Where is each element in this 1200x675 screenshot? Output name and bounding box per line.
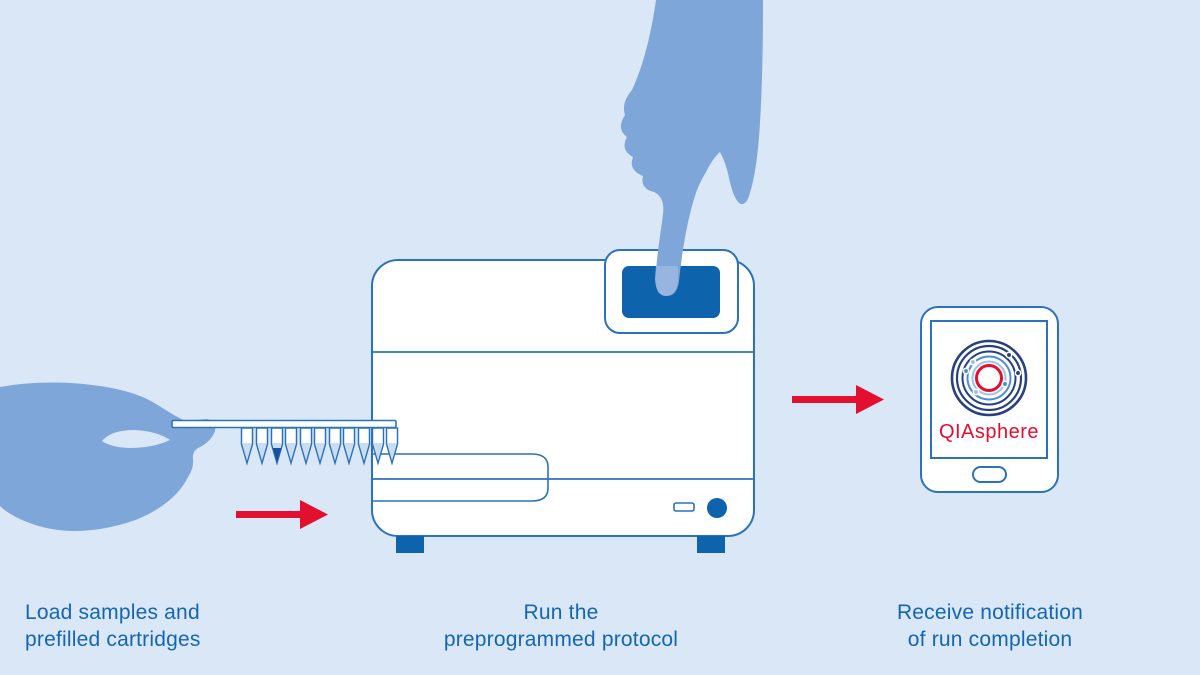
pcr-tube-strip-icon (171, 419, 399, 464)
caption-line: prefilled cartridges (25, 628, 201, 651)
qiasphere-label: QIAsphere (938, 421, 1040, 443)
caption-line: of run completion (907, 628, 1073, 651)
status-indicator (673, 502, 695, 512)
caption-receive-notification: Receive notification of run completion (840, 599, 1140, 653)
caption-line: Load samples and (25, 601, 200, 624)
fingertip-on-screen (655, 266, 678, 296)
arrow-right-icon (792, 385, 884, 414)
caption-line: preprogrammed protocol (443, 628, 679, 651)
top-hand-silhouette (620, 0, 763, 296)
tube-strip-rail (171, 419, 397, 429)
sample-filled-tube-tip (272, 448, 282, 463)
left-hand-finger-gap (102, 430, 170, 448)
phone-home-button (972, 466, 1007, 483)
mobile-device (920, 306, 1059, 493)
qiasphere-logo-icon (950, 339, 1028, 417)
pcr-tube (313, 427, 327, 464)
hand-pressing-screen-icon (620, 0, 763, 296)
pcr-tube (342, 427, 356, 464)
power-button (707, 498, 727, 518)
pcr-tube (255, 427, 269, 464)
instrument-foot-left (396, 536, 424, 553)
caption-line: Receive notification (896, 601, 1084, 624)
caption-load-samples: Load samples and prefilled cartridges (25, 599, 201, 653)
caption-line: Run the (523, 601, 599, 624)
caption-run-protocol: Run the preprogrammed protocol (381, 599, 741, 653)
cartridge-drawer (372, 453, 549, 502)
hand-holding-strip-icon (0, 382, 216, 531)
pcr-tube (299, 427, 313, 464)
left-hand-silhouette (0, 382, 216, 531)
pcr-tube (240, 427, 254, 464)
pcr-tube (284, 427, 298, 464)
pcr-tube (357, 427, 371, 464)
instrument (371, 249, 755, 553)
pcr-tube (328, 427, 342, 464)
arrow-right-icon (236, 500, 328, 529)
instrument-foot-right (697, 536, 725, 553)
